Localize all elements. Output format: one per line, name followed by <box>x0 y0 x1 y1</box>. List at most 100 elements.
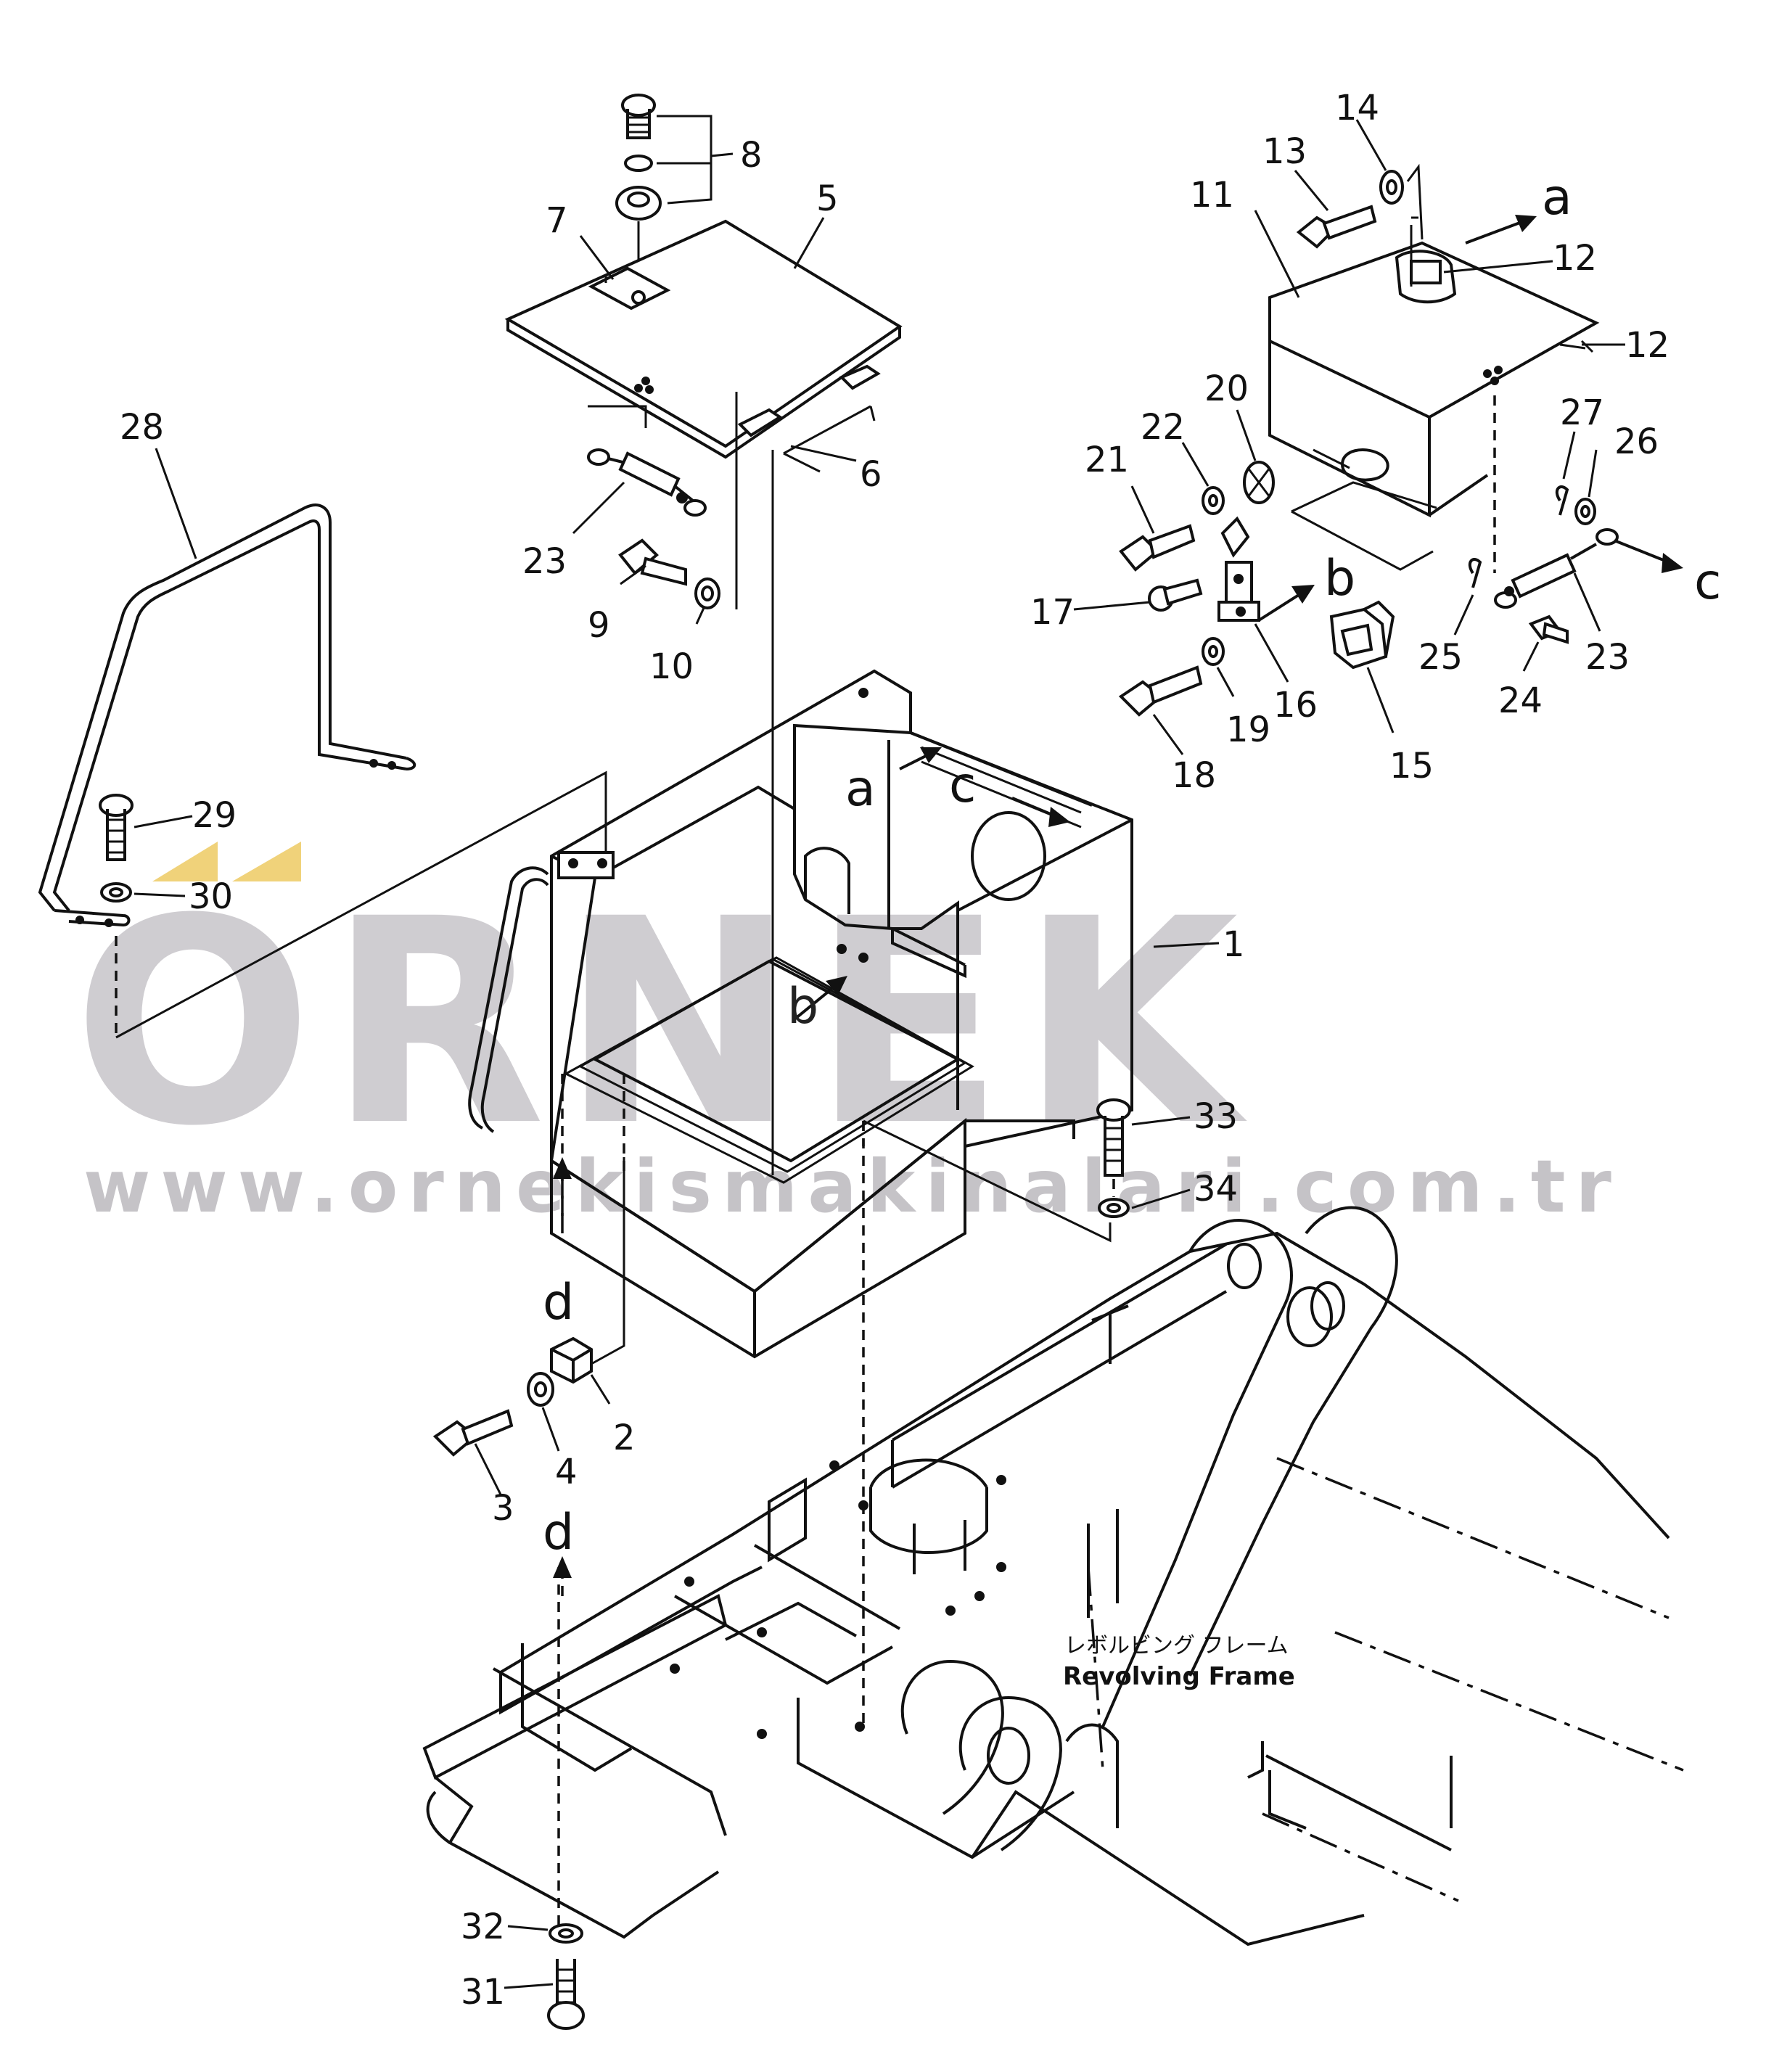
part-label-10: 10 <box>649 646 694 687</box>
part-label-4: 4 <box>555 1452 578 1492</box>
watermark-url: www.ornekismakinalari.com.tr <box>83 1144 1622 1229</box>
part-label-22: 22 <box>1141 407 1185 448</box>
handrail-part28 <box>38 503 607 1133</box>
view-letter-d-lower: d <box>543 1504 574 1561</box>
part16-latch-top <box>1220 516 1250 558</box>
frame-tick-1 <box>1091 1304 1129 1364</box>
box-partition-edge <box>887 740 966 966</box>
cover-part5 <box>504 219 903 473</box>
cover-part11 <box>1268 216 1600 573</box>
frame-label-english: Revolving Frame <box>1063 1662 1295 1691</box>
frame-deck-line-3 <box>754 1544 900 1630</box>
cover-hinge-arm-3 <box>869 406 876 422</box>
part-number-labels: 1 2 3 4 5 6 7 8 9 10 11 12 12 13 14 15 1… <box>120 88 1670 2013</box>
part8-bolt-head <box>621 94 656 117</box>
centerline-1 <box>1276 1457 1670 1619</box>
cylinder-bracket-left <box>900 1659 1004 1815</box>
front-rail <box>422 1594 728 1780</box>
box-step <box>891 929 966 979</box>
part27-clip <box>1555 485 1569 516</box>
part-label-32: 32 <box>461 1907 505 1947</box>
handrail-inner <box>52 519 407 912</box>
part-label-24: 24 <box>1498 681 1543 721</box>
part-label-11: 11 <box>1190 175 1234 215</box>
cover-bracket <box>588 405 647 428</box>
frame-deck-pad <box>768 1477 807 1563</box>
view-letter-b-right: b <box>1324 550 1355 607</box>
part-label-9: 9 <box>588 605 610 646</box>
part8-bolt-shank <box>626 109 651 139</box>
view-letter-d-upper: d <box>543 1274 574 1331</box>
boom-pin-hole-3 <box>1310 1281 1345 1331</box>
view-arrows <box>553 215 1683 1596</box>
part-label-12b: 12 <box>1625 325 1670 366</box>
box-bottom-front <box>550 1159 756 1293</box>
watermark: ORNEK www.ornekismakinalari.com.tr <box>73 842 1622 1229</box>
front-rail-bend <box>426 1791 451 1844</box>
cover-hinge-arm-2 <box>783 452 821 473</box>
box-rear-hole <box>971 811 1046 901</box>
cover11-latch <box>1395 250 1457 304</box>
part-label-16: 16 <box>1273 685 1318 725</box>
small-parts-right <box>1118 461 1619 717</box>
cylinder-pin-hole <box>987 1727 1030 1785</box>
part8-washer <box>624 155 653 172</box>
boom-bracket-right <box>1188 1206 1398 1677</box>
frame-lower-right-edge <box>1265 1754 1452 1851</box>
view-letter-c-box: c <box>949 757 976 814</box>
cover11-latch-axis <box>1410 216 1418 287</box>
cover-hinge-left <box>737 408 783 437</box>
bolt-part13 <box>1296 163 1424 249</box>
swing-circle-top <box>869 1458 988 1489</box>
centerline-4 <box>1087 1566 1104 1771</box>
revolving-frame-drawing: レボルビング フレーム Revolving Frame <box>422 1206 1684 1946</box>
boom-pin-hole-1 <box>1227 1243 1262 1289</box>
part-label-30: 30 <box>189 876 233 917</box>
view-letter-labels: a a b b c c d d <box>543 169 1721 1561</box>
view-letter-a-box: a <box>845 760 876 818</box>
part-label-17: 17 <box>1030 592 1075 633</box>
gas-spring-left <box>587 448 707 517</box>
frame-rear-top <box>891 1243 1228 1442</box>
view-letter-b-box: b <box>787 978 818 1035</box>
boom-pin-hole-2 <box>1286 1286 1333 1347</box>
part-label-34: 34 <box>1194 1169 1238 1209</box>
leader-lines <box>134 119 1625 1989</box>
box-inner-top <box>551 785 1133 930</box>
gas-spring-right-body <box>1511 553 1577 599</box>
part-label-27: 27 <box>1560 392 1604 433</box>
handrail-leader <box>115 770 607 1039</box>
part-label-12a: 12 <box>1553 238 1597 279</box>
view-letter-c-right: c <box>1694 554 1721 611</box>
cover-hinge-right <box>839 364 881 390</box>
part-label-33: 33 <box>1194 1096 1238 1137</box>
view-letter-a-top: a <box>1542 169 1572 226</box>
swing-circle-lines <box>913 1520 966 1574</box>
box-floor-recess-mid <box>578 958 968 1173</box>
cover11-tab <box>1559 340 1594 353</box>
part-label-1: 1 <box>1223 924 1245 965</box>
part2-leader <box>591 1157 625 1365</box>
part-label-29: 29 <box>192 795 237 836</box>
part25-clip <box>1468 558 1482 588</box>
frame-tick-2 <box>1247 1741 1264 1779</box>
frame-lower-step <box>971 1790 1365 1946</box>
cover-hinge-arm <box>783 405 871 455</box>
cover-latch <box>588 266 671 311</box>
cover11-bottom-edge <box>1428 474 1489 517</box>
cover11-leader-2 <box>1291 481 1437 513</box>
assembly-lines <box>557 392 1115 1930</box>
part9-head <box>618 538 659 575</box>
part-label-19: 19 <box>1226 710 1270 750</box>
frame-lower-edge <box>797 1698 1075 1859</box>
part-label-8: 8 <box>740 135 763 176</box>
part3-shank <box>461 1409 514 1446</box>
part-label-20: 20 <box>1204 369 1249 409</box>
part-label-3: 3 <box>492 1488 514 1529</box>
cover11-leader-1 <box>1313 448 1350 469</box>
bracket-part2 <box>432 1157 625 1457</box>
boom-bracket-left <box>1101 1219 1293 1727</box>
watermark-accent-right <box>232 842 301 881</box>
cover11-slot <box>1340 448 1389 482</box>
fastener-part8 <box>615 94 712 261</box>
